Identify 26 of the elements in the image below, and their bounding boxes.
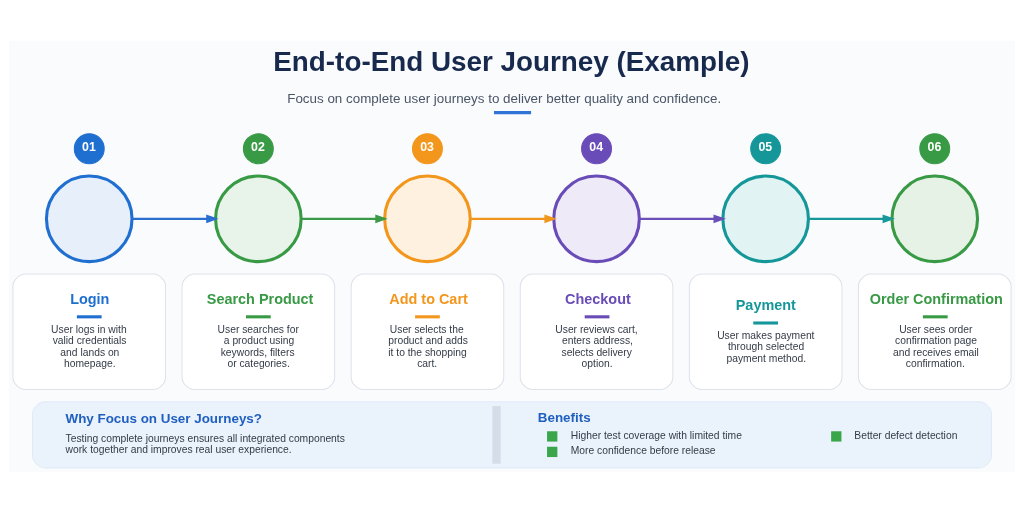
arrow xyxy=(132,214,219,223)
label: Focus on complete user journeys to deliver better quality and confidence. xyxy=(287,90,722,106)
node-box: Order Confirmation User sees order confirmation page and receives email confirmation. xyxy=(857,273,1012,390)
node-circle xyxy=(383,174,472,263)
node-circle: 01 xyxy=(73,132,105,164)
node-circle xyxy=(890,174,980,263)
node-circle: 03 xyxy=(412,132,443,164)
node-circle xyxy=(721,174,810,263)
node-circle xyxy=(44,174,134,263)
arrow xyxy=(470,214,557,223)
node-box: Add to Cart User selects the product and adds it to the shopping cart. xyxy=(350,273,505,390)
node-box: Payment User makes payment through selected payment method. xyxy=(688,273,843,390)
diagram-title: End-to-End User Journey (Example) xyxy=(273,44,750,76)
node-circle xyxy=(214,174,303,263)
arrow xyxy=(808,214,895,223)
node-circle: 05 xyxy=(750,132,782,164)
node-circle: 04 xyxy=(581,132,612,164)
node-box: Why Focus on User Journeys? Testing complete journeys ensures all integrated components work together and improves real user experience. Benefits Higher test coverage with limited time Better defect detection More confidence before release xyxy=(32,400,992,468)
node-box: Checkout User reviews cart, enters address, selects delivery option. xyxy=(519,273,674,390)
node-circle: 06 xyxy=(919,132,951,164)
node-box: Search Product User searches for a product using keywords, filters or categories. xyxy=(181,273,336,390)
arrow xyxy=(639,214,726,223)
node-box: Login User logs in with valid credentials and lands on homepage. xyxy=(12,273,167,390)
arrow xyxy=(301,214,388,223)
node-circle: 02 xyxy=(242,132,274,164)
node-circle xyxy=(552,174,641,263)
